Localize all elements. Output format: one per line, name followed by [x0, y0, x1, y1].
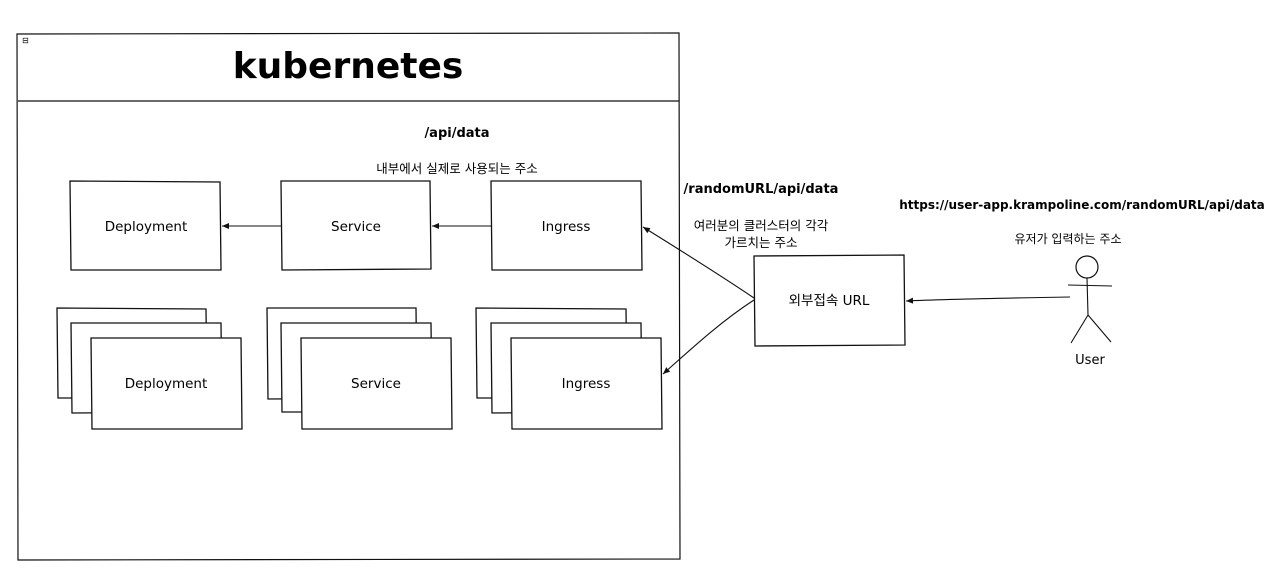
user-label: User: [1075, 353, 1105, 368]
user-desc-label: 유저가 입력하는 주소: [1015, 232, 1122, 246]
user-url-label: https://user-app.krampoline.com/randomUR…: [899, 198, 1265, 212]
node-external-url: 외부접속 URL: [753, 254, 906, 347]
node-label: Deployment: [125, 376, 208, 392]
node-label: Service: [331, 219, 381, 235]
node-deployment-single: Deployment: [69, 180, 222, 271]
cluster-desc-line1: 여러분의 클러스터의 각각: [694, 218, 829, 233]
node-service-stack: Service: [266, 307, 453, 430]
connectors: [222, 223, 1071, 375]
cluster-path-label: /randomURL/api/data: [684, 182, 839, 197]
edge-url-to-ingress-stack: [662, 299, 755, 375]
cluster-desc-line2: 가르치는 주소: [725, 235, 798, 250]
node-service-single: Service: [280, 180, 432, 271]
node-label: Ingress: [562, 376, 611, 392]
node-ingress-stack: Ingress: [475, 307, 663, 430]
node-deployment-stack: Deployment: [56, 307, 243, 430]
node-label: 외부접속 URL: [789, 293, 870, 309]
node-label: Deployment: [105, 219, 188, 235]
frame-title: kubernetes: [233, 46, 464, 87]
node-label: Ingress: [542, 219, 591, 235]
collapse-icon[interactable]: ⊟: [22, 36, 29, 45]
kubernetes-frame: ⊟ kubernetes: [16, 32, 681, 561]
edge-url-to-ingress: [642, 226, 755, 299]
edge-user-to-url: [905, 296, 1071, 304]
node-ingress-single: Ingress: [490, 180, 643, 271]
user-actor-icon: User: [1067, 255, 1113, 368]
internal-path-label: /api/data: [424, 126, 489, 141]
internal-desc-label: 내부에서 실제로 사용되는 주소: [376, 161, 537, 176]
node-label: Service: [351, 376, 401, 392]
